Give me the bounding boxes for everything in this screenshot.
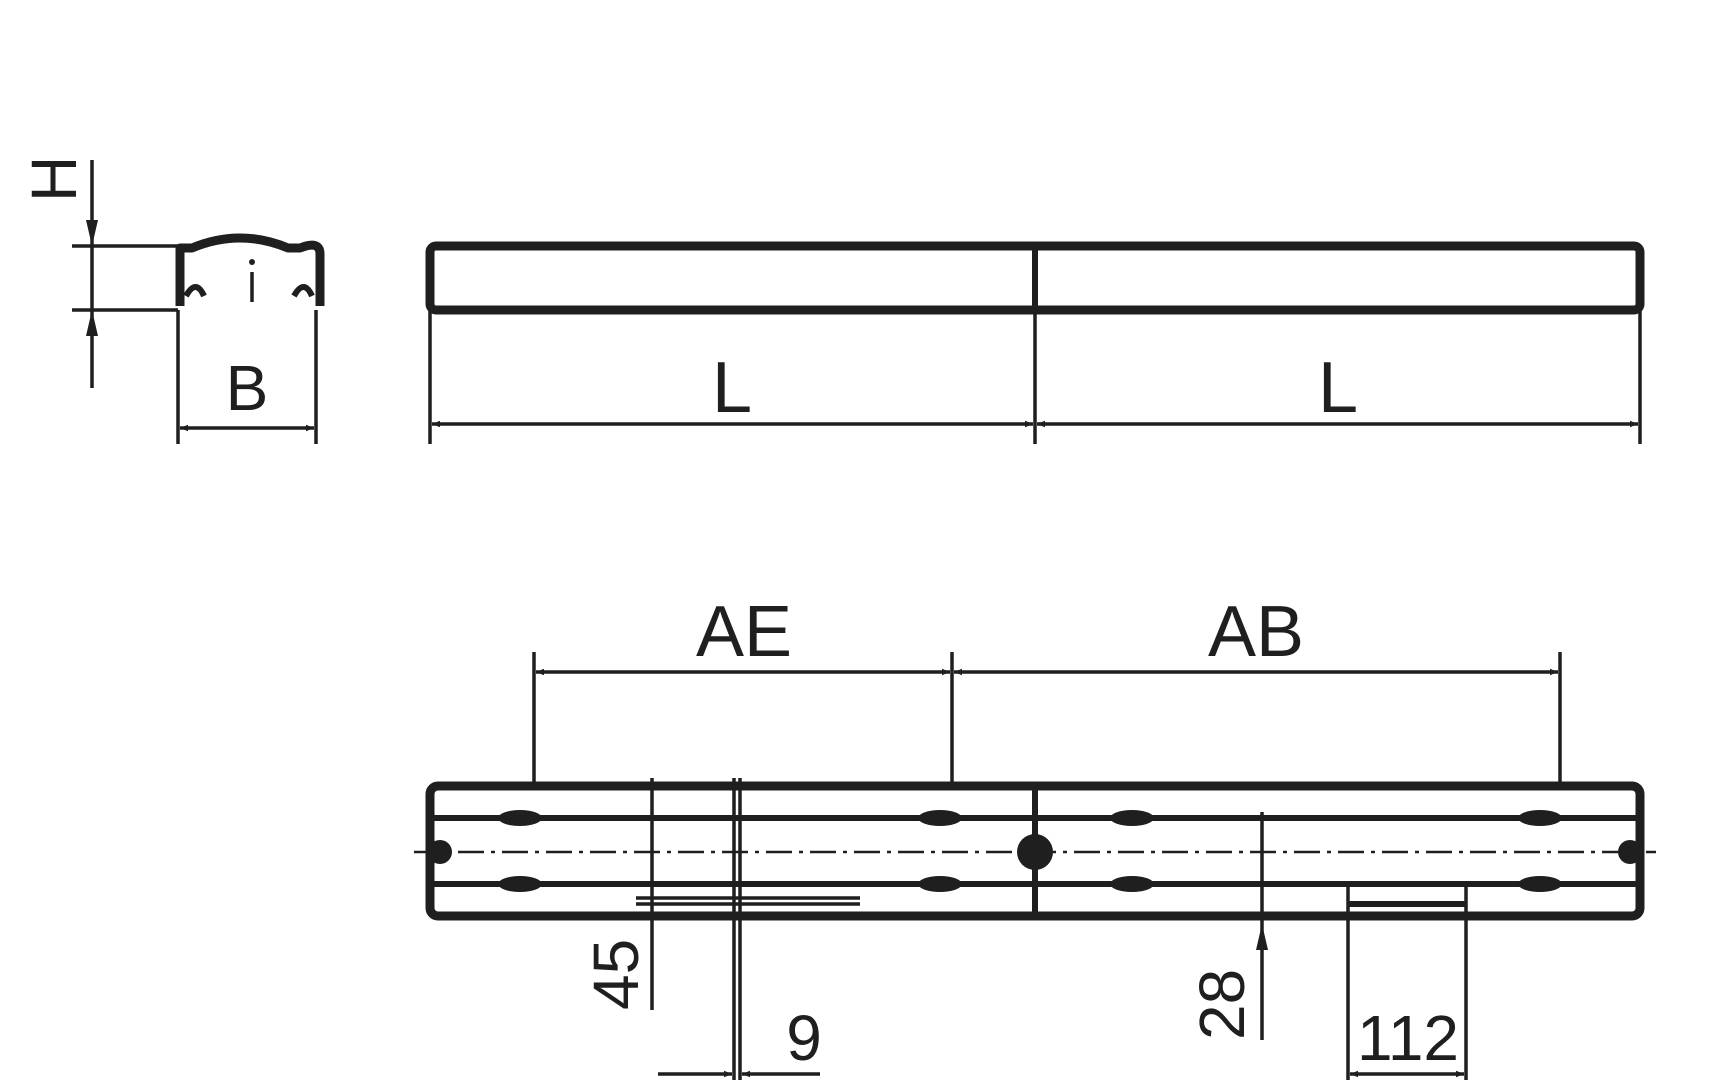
width-label: B (226, 352, 269, 424)
dim-28-label: 28 (1186, 969, 1258, 1040)
dim-9-label: 9 (786, 1002, 822, 1074)
rail-side-view: L L (425, 241, 1645, 444)
length-right-label: L (1318, 348, 1358, 428)
bolt-slots (428, 810, 1642, 892)
height-label: H (18, 156, 90, 202)
bolt-spacing-label: AB (1208, 592, 1304, 672)
profile-outline (175, 233, 325, 306)
rail-top-view: AE AB 45 9 28 112 (414, 592, 1656, 1080)
profile-cross-section: H B (18, 156, 325, 444)
dim-45-label: 45 (580, 939, 652, 1010)
length-left-label: L (712, 348, 752, 428)
end-spacing-label: AE (696, 592, 792, 672)
dim-112-label: 112 (1357, 1002, 1459, 1074)
